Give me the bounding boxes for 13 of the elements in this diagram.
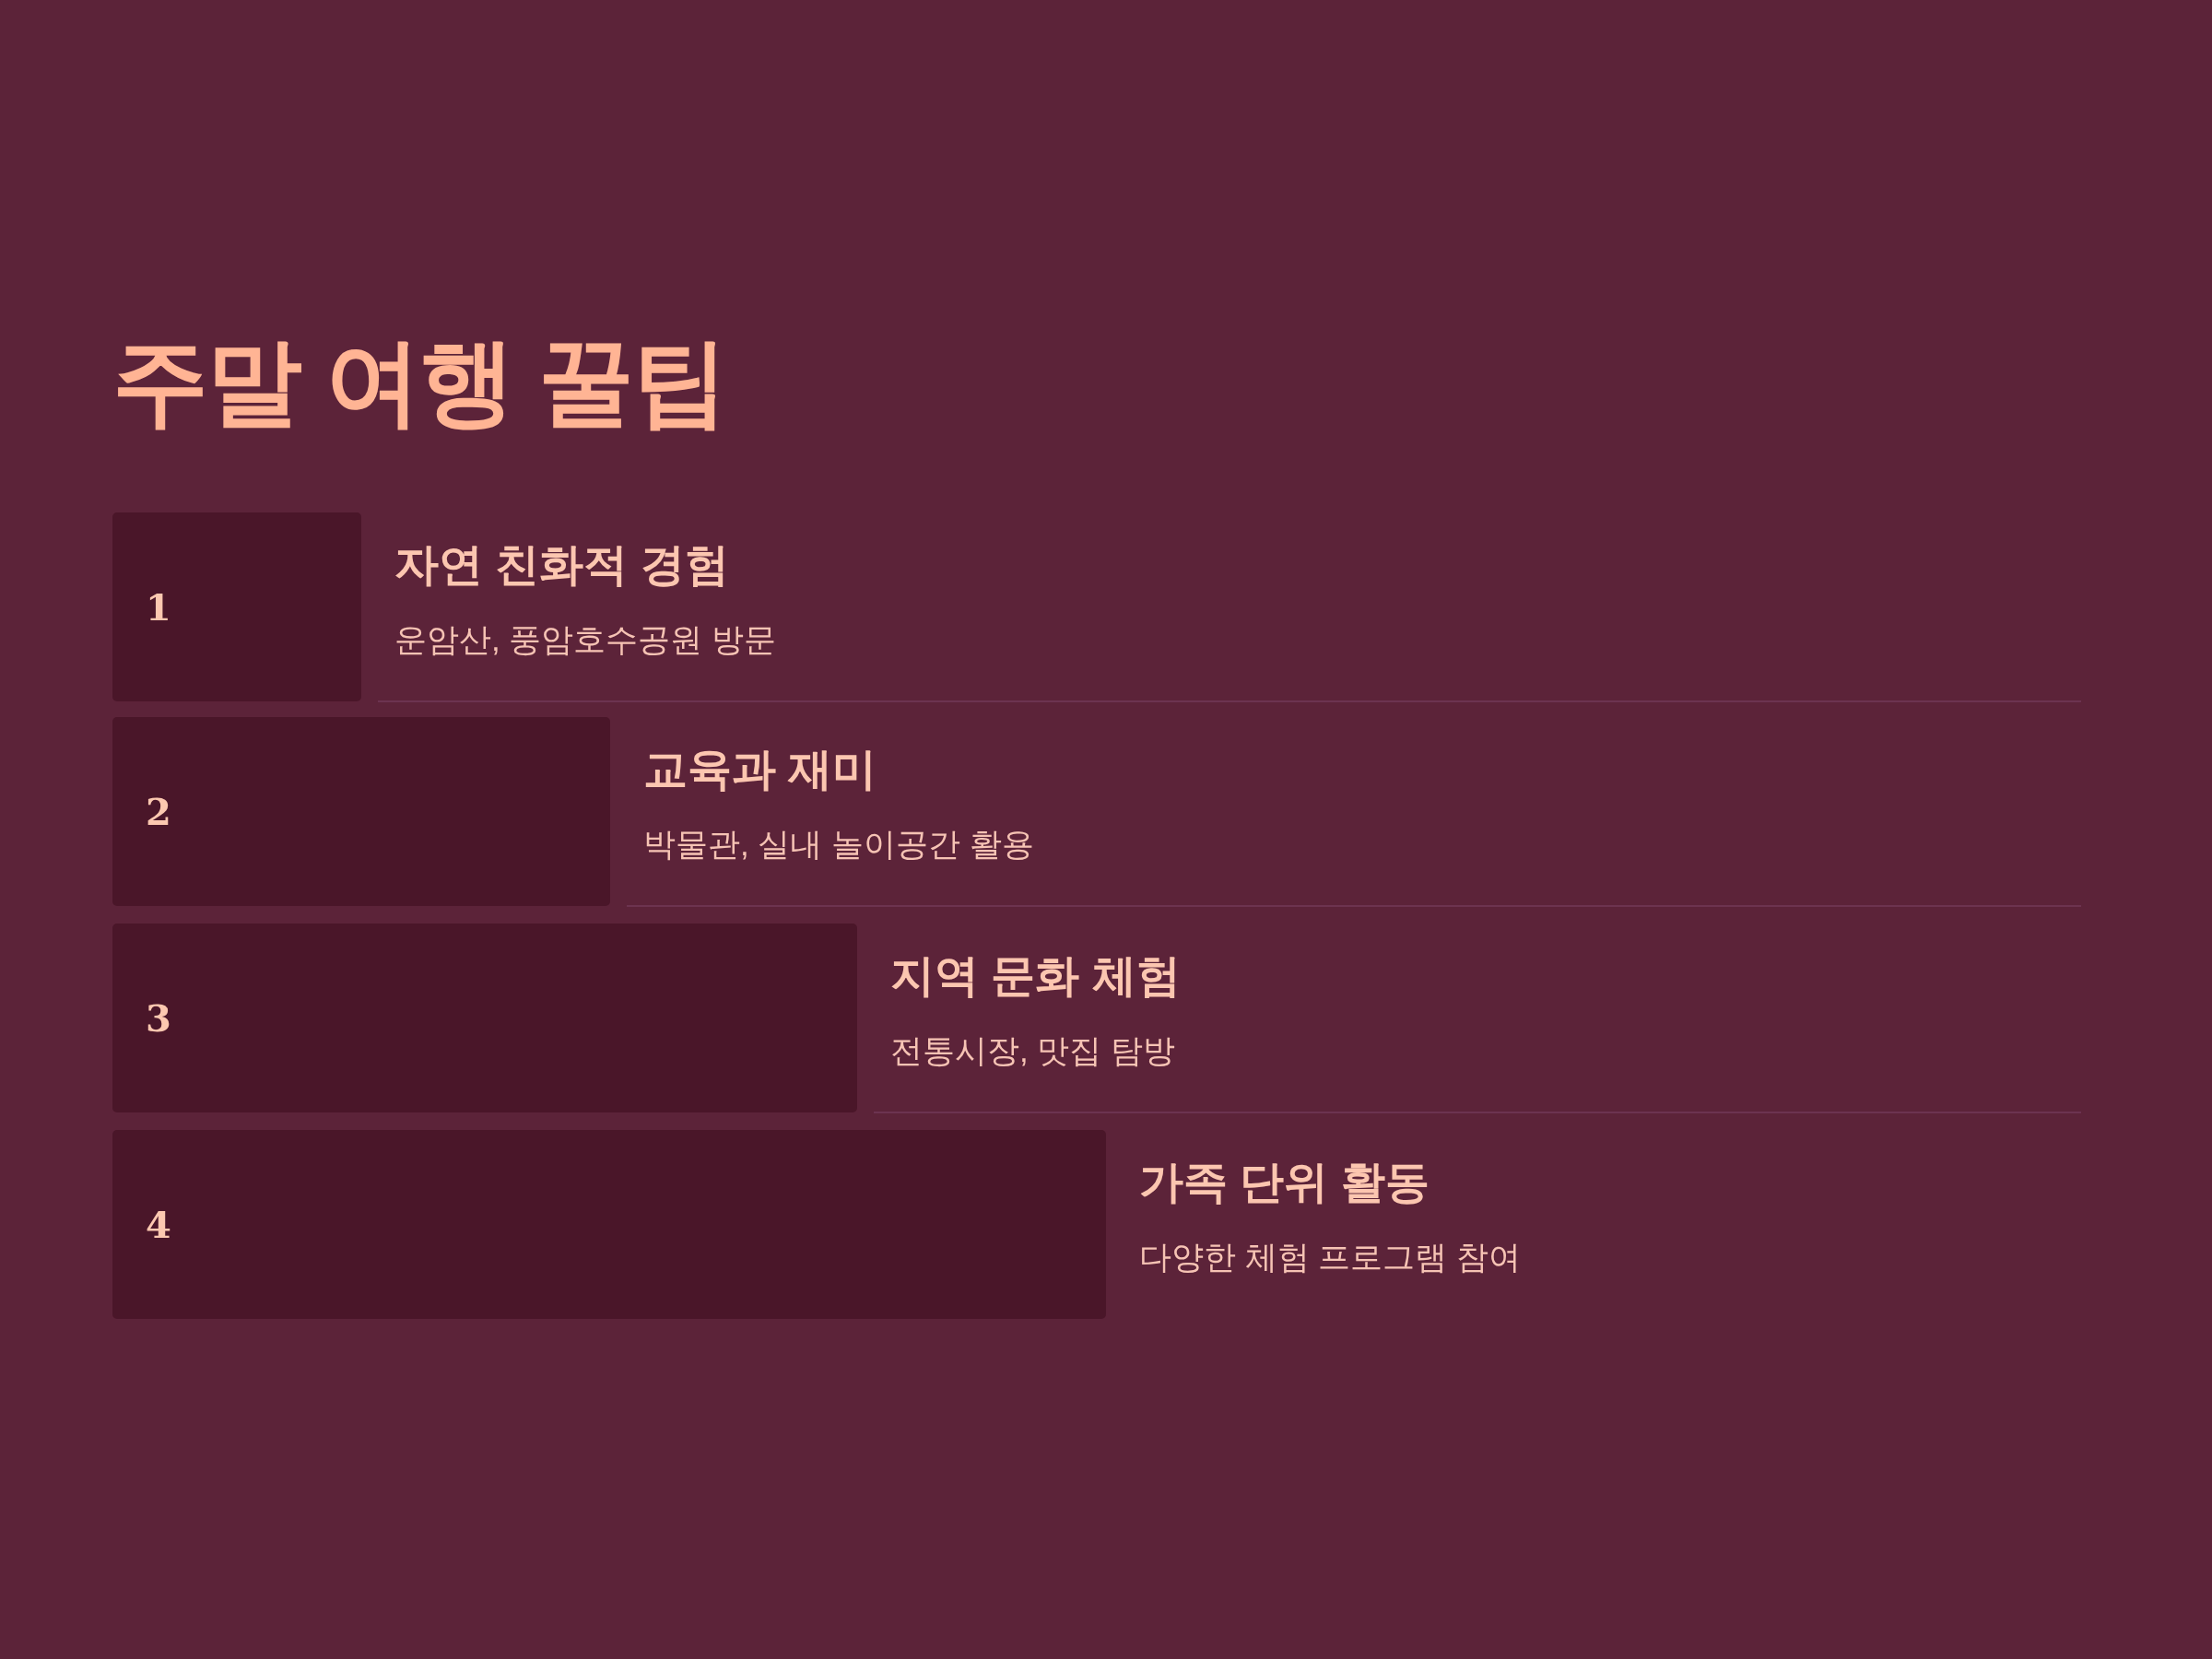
step-description: 전통시장, 맛집 탐방 bbox=[890, 1031, 1176, 1070]
step-heading: 가족 단위 활동 bbox=[1139, 1157, 1430, 1208]
step-description: 운암산, 풍암호수공원 방문 bbox=[394, 620, 777, 659]
step-heading: 지역 문화 체험 bbox=[890, 950, 1181, 1002]
step-number: 2 bbox=[146, 793, 171, 830]
step-number: 1 bbox=[146, 588, 171, 626]
step-description: 다양한 체험 프로그램 참여 bbox=[1139, 1238, 1522, 1277]
step-heading: 교육과 재미 bbox=[643, 744, 877, 795]
step-number: 3 bbox=[146, 999, 171, 1037]
step-number: 4 bbox=[146, 1206, 171, 1243]
step-heading: 자연 친화적 경험 bbox=[394, 539, 729, 591]
step-description: 박물관, 실내 놀이공간 활용 bbox=[643, 825, 1034, 864]
title: 주말 여행 꿀팁 bbox=[112, 327, 726, 437]
